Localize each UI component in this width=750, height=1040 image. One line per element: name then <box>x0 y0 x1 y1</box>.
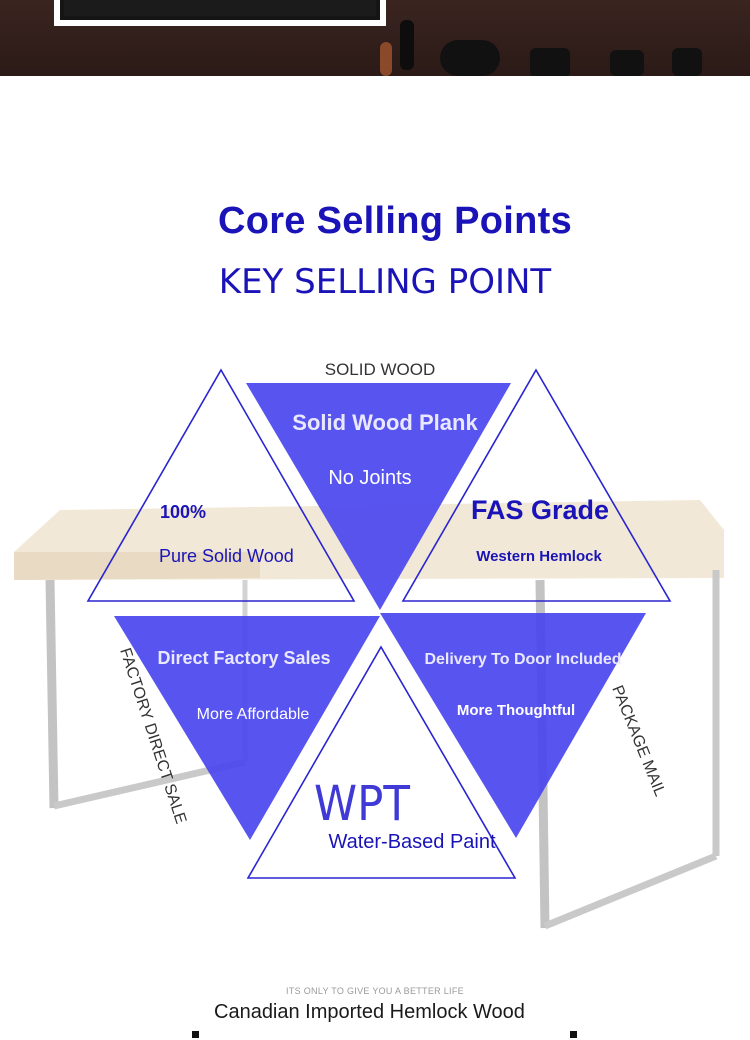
center-line1: Solid Wood Plank <box>292 410 478 435</box>
center-triangle <box>246 383 511 610</box>
left-top-line2: Pure Solid Wood <box>159 546 294 566</box>
right-bottom-line2: More Thoughtful <box>457 702 575 719</box>
right-bottom-line1: Delivery To Door Included <box>424 651 621 668</box>
tool-shape <box>672 48 702 76</box>
hero-frame <box>54 0 386 26</box>
right-top-line1: FAS Grade <box>471 495 609 525</box>
tool-shape <box>440 40 500 76</box>
left-top-line1: 100% <box>160 502 206 522</box>
product-title: Canadian Imported Hemlock Wood <box>214 1001 525 1023</box>
right-top-outline <box>401 368 672 602</box>
left-bottom-line2: More Affordable <box>197 706 310 723</box>
section-subtitle: KEY SELLING POINT <box>218 262 552 302</box>
section-title: Core Selling Points <box>217 200 573 242</box>
bottom-center-outline <box>246 645 517 879</box>
hero-frame-inner <box>64 0 376 16</box>
bottom-center-line1: Water-Based Paint <box>328 831 496 853</box>
selling-points-diagram: SOLID WOOD FACTORY DIRECT SALE PACKAGE M… <box>14 360 724 930</box>
top-label: SOLID WOOD <box>325 360 436 379</box>
right-side-label: PACKAGE MAIL <box>608 683 668 799</box>
bullet-marker <box>192 1031 199 1038</box>
left-top-outline <box>86 368 356 602</box>
right-bottom-triangle <box>380 613 646 838</box>
hero-banner-image <box>0 0 750 76</box>
tool-shape <box>530 48 570 76</box>
wpt-logo: WPT <box>314 776 411 832</box>
tool-handle <box>380 42 392 76</box>
tool-shape <box>400 20 414 70</box>
left-bottom-triangle <box>114 616 380 840</box>
right-top-line2: Western Hemlock <box>476 548 602 565</box>
left-bottom-line1: Direct Factory Sales <box>157 648 330 668</box>
footer-tagline: ITS ONLY TO GIVE YOU A BETTER LIFE <box>286 986 464 996</box>
bullet-marker <box>570 1031 577 1038</box>
tool-shape <box>610 50 644 76</box>
center-line2: No Joints <box>328 467 411 489</box>
